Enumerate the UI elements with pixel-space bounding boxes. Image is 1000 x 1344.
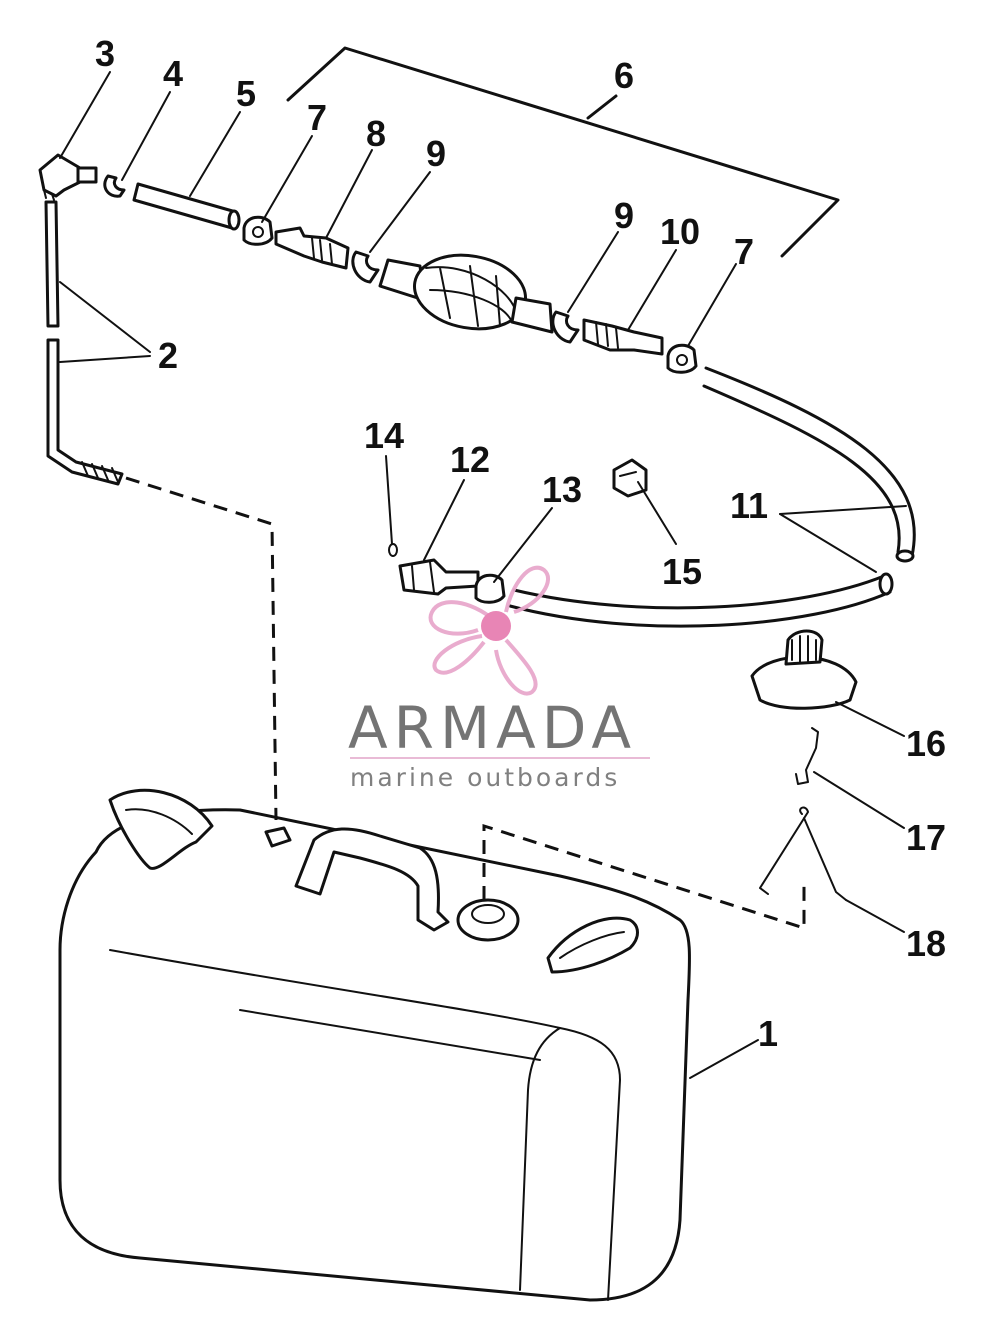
hose-clamp-part-right	[666, 343, 698, 374]
callout-7-left: 7	[307, 97, 327, 138]
callout-17: 17	[906, 817, 946, 858]
clip-part-4	[103, 174, 126, 198]
fill-cap-part	[750, 629, 858, 710]
tether-clip-part	[759, 806, 847, 901]
connector-part-10	[582, 318, 664, 356]
clip-part-9-right	[551, 310, 580, 344]
clamp-part-13	[474, 573, 506, 604]
connector-part-8	[274, 226, 350, 270]
callout-18: 18	[906, 923, 946, 964]
callout-12: 12	[450, 439, 490, 480]
primer-bulb-part	[378, 253, 554, 334]
fuel-hose-part	[508, 366, 916, 628]
watermark-brand: ARMADA	[348, 694, 637, 762]
callout-6: 6	[614, 55, 634, 96]
callout-13: 13	[542, 469, 582, 510]
o-ring-part	[388, 543, 398, 557]
callout-14: 14	[364, 415, 404, 456]
short-hose-part	[132, 182, 241, 231]
callout-labels: 3 4 5 6 7 8 9 9 10 7 2 14 12 13 11 15 16…	[95, 33, 946, 1054]
leader-lines	[59, 71, 907, 1079]
watermark: ARMADA marine outboards	[348, 565, 650, 792]
callout-3: 3	[95, 33, 115, 74]
callout-16: 16	[906, 723, 946, 764]
callout-5: 5	[236, 73, 256, 114]
callout-15: 15	[662, 551, 702, 592]
hose-clamp-part-left	[242, 215, 274, 246]
callout-9-left: 9	[426, 133, 446, 174]
fuel-tank-part	[58, 788, 692, 1302]
watermark-tagline: marine outboards	[350, 763, 620, 792]
callout-4: 4	[163, 53, 183, 94]
callout-10: 10	[660, 211, 700, 252]
callout-11: 11	[730, 485, 768, 526]
cap-nut-part	[612, 458, 648, 498]
elbow-fitting-part	[38, 153, 98, 201]
assembly-bracket	[286, 46, 840, 258]
retainer-hook-part	[795, 727, 819, 785]
callout-2: 2	[158, 335, 178, 376]
pickup-tube-part	[44, 200, 124, 486]
propeller-logo-icon	[428, 565, 551, 696]
callout-1: 1	[758, 1013, 778, 1054]
tank-connector-part	[398, 558, 480, 596]
callout-9-right: 9	[614, 195, 634, 236]
callout-8: 8	[366, 113, 386, 154]
assembly-guide-lines	[125, 476, 806, 931]
clip-part-9-left	[351, 250, 380, 284]
callout-7-right: 7	[734, 231, 754, 272]
